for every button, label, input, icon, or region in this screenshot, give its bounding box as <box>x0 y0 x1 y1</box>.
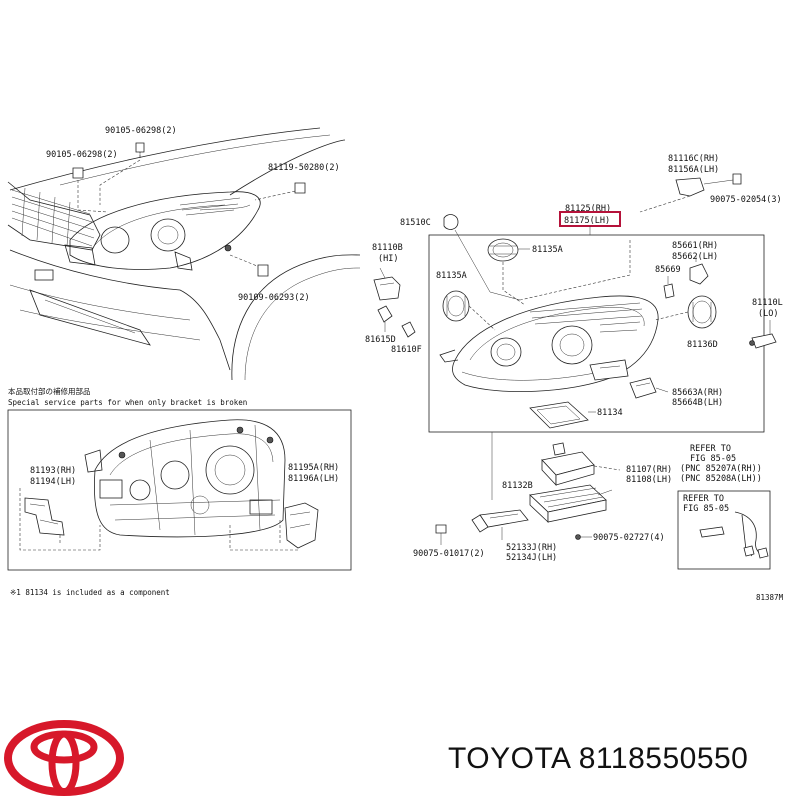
label-85662: 85662(LH) <box>672 252 718 262</box>
refer-1-line-2: FIG 85-05 <box>690 454 736 464</box>
label-81175: 81175(LH) <box>564 216 610 226</box>
label-81195: 81195A(RH) <box>288 463 339 473</box>
label-81135a-top: 81135A <box>532 245 563 255</box>
label-85661: 85661(RH) <box>672 241 718 251</box>
bracket-81116 <box>639 173 742 213</box>
label-81156a: 81156A(LH) <box>668 165 719 175</box>
bulb-81610f <box>401 321 416 338</box>
wiring-harness <box>699 511 769 559</box>
label-81136d: 81136D <box>687 340 718 350</box>
screw-90075-01017 <box>435 524 447 545</box>
label-85664: 85664B(LH) <box>672 398 723 408</box>
label-90075-01017: 90075-01017(2) <box>413 549 485 559</box>
label-81110b: 81110B <box>372 243 403 253</box>
refer-1-line-1: REFER TO <box>690 444 731 454</box>
label-81116c: 81116C(RH) <box>668 154 719 164</box>
refer-1-line-3: (PNC 85207A(RH)) <box>680 464 762 474</box>
special-parts-frame <box>7 409 352 571</box>
label-90075-02054: 90075-02054(3) <box>710 195 782 205</box>
toyota-logo-icon <box>4 720 124 796</box>
igniter-81107 <box>541 442 621 487</box>
figure-code: 81387M <box>756 593 784 602</box>
label-81510c: 81510C <box>400 218 431 228</box>
bolt-90105-upper <box>99 142 145 205</box>
label-81610f: 81610F <box>391 345 422 355</box>
footnote: ※1 81134 is included as a component <box>10 588 170 597</box>
special-parts-title-jp: 本品取付部の補修用部品 <box>8 386 91 396</box>
bolt-90109 <box>229 254 269 277</box>
label-52134: 52134J(LH) <box>506 553 557 563</box>
socket-81615d <box>377 305 393 332</box>
refer-2-frame <box>677 490 771 570</box>
screw-90075-02727 <box>575 534 592 540</box>
label-81125: 81125(RH) <box>565 204 611 214</box>
sensor-85661 <box>689 255 709 285</box>
refer-2-line-2: FIG 85-05 <box>683 504 729 514</box>
gasket-81134 <box>529 401 596 429</box>
label-81194: 81194(LH) <box>30 477 76 487</box>
special-parts-title-en: Special service parts for when only brac… <box>8 398 247 407</box>
refer-1-line-4: (PNC 85208A(LH)) <box>680 474 762 484</box>
label-81135a-left: 81135A <box>436 271 467 281</box>
car-front-illustration <box>7 127 361 381</box>
part-caption: TOYOTA 8118550550 <box>448 742 749 775</box>
label-81193: 81193(RH) <box>30 466 76 476</box>
cap-81510c <box>443 214 521 301</box>
label-81110b-hi: (HI) <box>378 254 398 264</box>
headlamp-rear-view <box>84 419 286 538</box>
refer-2-line-1: REFER TO <box>683 494 724 504</box>
label-90105-06298-a: 90105-06298(2) <box>105 126 177 136</box>
label-81615d: 81615D <box>365 335 396 345</box>
label-90105-06298-b: 90105-06298(2) <box>46 150 118 160</box>
clip-85669 <box>663 276 675 299</box>
bracket-81193 <box>19 488 101 551</box>
label-90075-02727: 90075-02727(4) <box>593 533 665 543</box>
cap-81136d <box>654 295 717 329</box>
bracket-81195 <box>229 502 319 551</box>
label-81110l: 81110L <box>752 298 783 308</box>
label-52133: 52133J(RH) <box>506 543 557 553</box>
label-85669: 85669 <box>655 265 681 275</box>
label-90109-06293: 90109-06293(2) <box>238 293 310 303</box>
bulb-81110l <box>749 320 777 349</box>
cap-81135a-left <box>442 290 496 331</box>
label-81110l-lo: (LO) <box>758 309 778 319</box>
label-81108: 81108(LH) <box>626 475 672 485</box>
cap-81135a-top <box>487 238 530 306</box>
headlamp-assembly-frame <box>428 234 765 433</box>
bolt-90105-lower <box>72 167 109 213</box>
label-81196: 81196A(LH) <box>288 474 339 484</box>
label-81132b: 81132B <box>502 481 533 491</box>
bolt-81119 <box>254 182 306 201</box>
connector-85663 <box>629 377 669 399</box>
label-85663: 85663A(RH) <box>672 388 723 398</box>
label-81134: 81134 <box>597 408 623 418</box>
headlamp-unit-81175 <box>439 240 659 392</box>
ballast-81132 <box>529 484 613 523</box>
label-81119-50280: 81119-50280(2) <box>268 163 340 173</box>
bracket-52133 <box>471 509 529 540</box>
label-81107: 81107(RH) <box>626 465 672 475</box>
bulb-81110b <box>373 267 401 301</box>
